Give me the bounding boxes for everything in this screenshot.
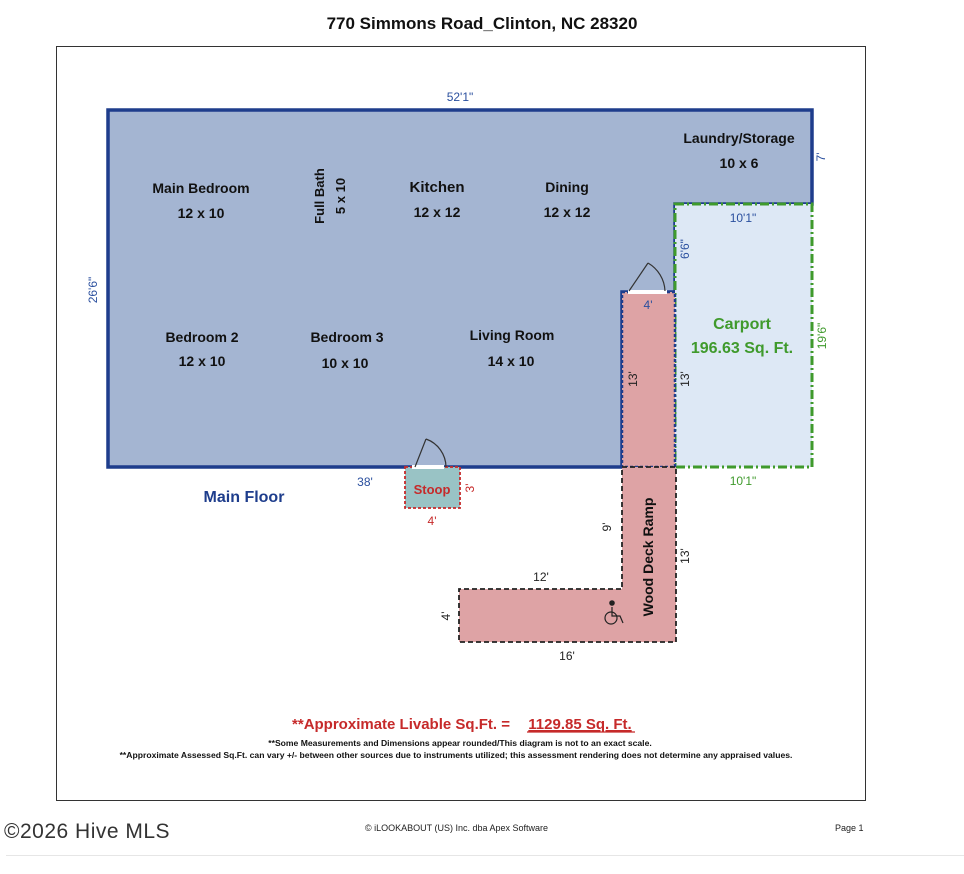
room-bedroom2-size: 12 x 10 — [179, 353, 226, 369]
front-door-icon — [412, 438, 447, 469]
room-laundry-size: 10 x 6 — [720, 155, 759, 171]
room-living-size: 14 x 10 — [488, 353, 535, 369]
dim-carport-bottom: 10'1" — [730, 474, 757, 488]
note-assessed: **Approximate Assessed Sq.Ft. can vary +… — [120, 750, 793, 760]
wood-deck-ramp — [458, 466, 677, 643]
footer-copyright: © iLOOKABOUT (US) Inc. dba Apex Software — [365, 823, 549, 833]
room-kitchen-name: Kitchen — [409, 179, 464, 196]
dim-stoop-side: 3' — [463, 484, 477, 493]
room-carport-name: Carport — [713, 316, 771, 333]
dim-stoop-bottom: 4' — [428, 514, 437, 528]
room-bedroom3-name: Bedroom 3 — [310, 329, 383, 345]
note-measurements: **Some Measurements and Dimensions appea… — [268, 738, 652, 748]
dim-laundry-right: 7' — [814, 153, 828, 162]
carport-area — [673, 202, 814, 469]
room-main-bedroom-size: 12 x 10 — [178, 205, 225, 221]
dim-entry-right: 13' — [678, 371, 692, 387]
room-dining-name: Dining — [545, 179, 589, 195]
dim-top: 52'1" — [447, 90, 474, 104]
room-bedroom2-name: Bedroom 2 — [165, 329, 238, 345]
wheelchair-icon — [604, 600, 624, 625]
footer-page-number: Page 1 — [835, 823, 864, 833]
room-laundry-name: Laundry/Storage — [683, 130, 794, 146]
room-full-bath-name: Full Bath — [312, 168, 327, 224]
floor-label: Main Floor — [204, 489, 285, 506]
dim-carport-right: 19'6" — [815, 323, 829, 350]
room-kitchen-size: 12 x 12 — [414, 204, 461, 220]
room-stoop-name: Stoop — [414, 482, 451, 497]
dim-carport-top: 10'1" — [730, 211, 757, 225]
stoop-area — [404, 466, 461, 509]
dim-ramp-bottom: 16' — [559, 649, 575, 663]
room-main-bedroom-name: Main Bedroom — [152, 180, 249, 196]
dim-ramp-right: 13' — [678, 548, 692, 564]
room-ramp-name: Wood Deck Ramp — [640, 498, 656, 617]
side-door-icon — [628, 262, 667, 294]
entry-passage — [620, 290, 677, 469]
dim-left: 26'6" — [86, 277, 100, 304]
diagram-frame — [56, 46, 866, 801]
dim-bottom: 38' — [357, 475, 373, 489]
dim-ramp-left: 4' — [439, 612, 453, 621]
room-living-name: Living Room — [470, 327, 555, 343]
room-dining-size: 12 x 12 — [544, 204, 591, 220]
livable-sqft-value: 1129.85 Sq. Ft. — [528, 716, 631, 733]
page-title: 770 Simmons Road_Clinton, NC 28320 — [326, 14, 638, 33]
room-bedroom3-size: 10 x 10 — [322, 355, 369, 371]
room-carport-size: 196.63 Sq. Ft. — [691, 340, 793, 357]
dim-ramp-upper-left: 9' — [600, 523, 614, 532]
dim-entry-left: 13' — [626, 371, 640, 387]
room-full-bath-size: 5 x 10 — [333, 178, 348, 214]
dim-ramp-top: 12' — [533, 570, 549, 584]
mls-watermark: ©2026 Hive MLS — [4, 820, 171, 843]
dim-entry-width: 4' — [644, 298, 653, 312]
dim-carport-side: 6'6" — [678, 239, 692, 259]
livable-sqft-label: **Approximate Livable Sq.Ft. = — [292, 716, 510, 733]
